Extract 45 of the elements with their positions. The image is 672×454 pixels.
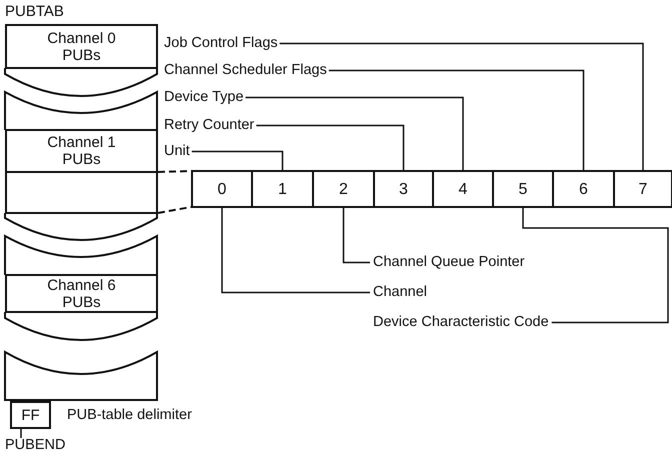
leader-line [192, 150, 284, 171]
table-section [5, 274, 158, 313]
byte-number: 1 [278, 180, 287, 198]
field-label: Device Characteristic Code [373, 314, 549, 331]
delimiter-caption: PUB-table delimiter [67, 406, 192, 422]
pub-entry [5, 171, 158, 214]
leader-line [342, 207, 370, 264]
leader-line [522, 207, 669, 324]
byte-field [552, 170, 615, 208]
table-name-label: PUBTAB [5, 3, 64, 20]
byte-number: 5 [518, 180, 528, 198]
field-label: Channel Queue Pointer [373, 254, 525, 271]
field-label: Channel Scheduler Flags [164, 62, 327, 79]
byte-number: 3 [399, 180, 408, 198]
field-label: Channel [373, 284, 428, 301]
byte-number: 4 [458, 180, 468, 198]
byte-field [251, 170, 314, 208]
field-label: Job Control Flags [164, 35, 278, 52]
byte-number: 2 [339, 180, 348, 198]
section-label: Channel 1 PUBs [46, 134, 117, 168]
leader-line [20, 428, 22, 438]
leader-line [221, 207, 370, 294]
byte-field [312, 170, 375, 208]
leader-line [328, 70, 584, 171]
byte-field [191, 170, 253, 208]
pointer-label: PUBEND [5, 437, 66, 454]
byte-field [492, 170, 554, 208]
byte-field [373, 170, 434, 208]
field-label: Unit [164, 143, 190, 160]
leader-line [246, 96, 464, 171]
section-label: Channel 6 PUBs [46, 276, 117, 310]
byte-field [432, 170, 494, 208]
section-label: FF [21, 406, 40, 424]
table-section [5, 129, 158, 173]
byte-number: 0 [218, 180, 226, 198]
expansion-line [158, 206, 192, 214]
byte-number: 6 [579, 180, 588, 198]
leader-line [256, 124, 404, 171]
byte-field [613, 170, 672, 208]
section-label: Channel 0 PUBs [46, 30, 117, 64]
byte-number: 7 [638, 180, 648, 198]
field-label: Device Type [164, 89, 244, 106]
field-label: Retry Counter [164, 117, 254, 134]
table-section [5, 24, 158, 69]
leader-line [280, 42, 644, 171]
